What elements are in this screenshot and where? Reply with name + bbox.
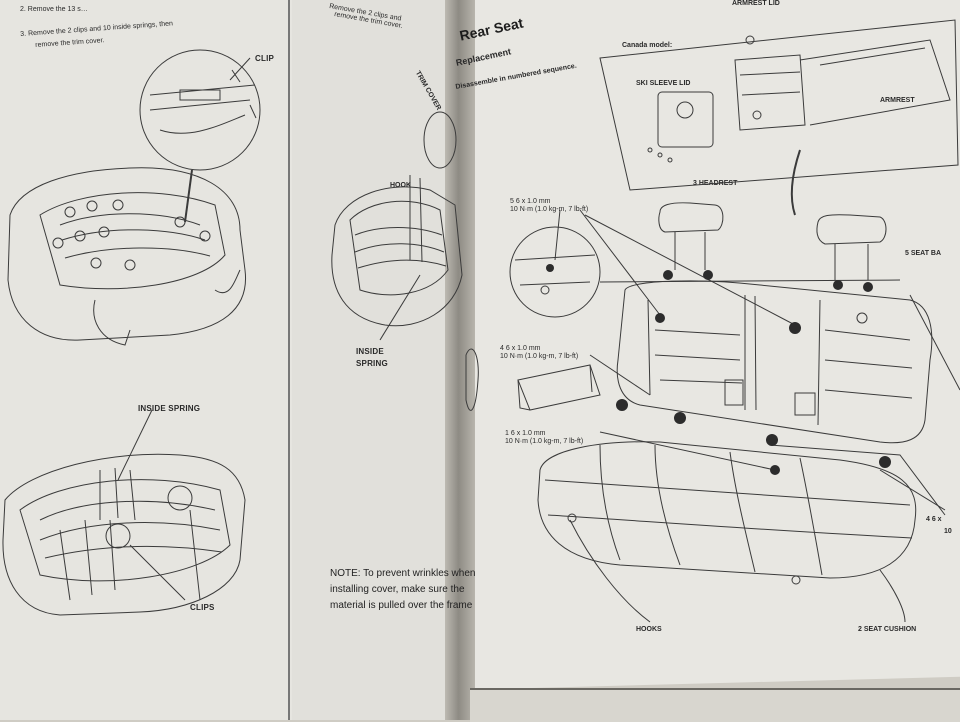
ski-sleeve-lid-label: SKI SLEEVE LID (636, 80, 691, 87)
seat-cushion-drawing (537, 441, 917, 623)
clip-label: CLIP (255, 54, 275, 63)
leader-lines (554, 209, 960, 516)
canada-model-label: Canada model: (622, 42, 673, 49)
right-detail-circle (509, 226, 601, 318)
callout-four-label: 4 6 x (926, 516, 942, 523)
middle-inside-spring-label: INSIDE SPRING (356, 347, 388, 368)
hook-label: HOOK (390, 182, 411, 189)
note-text: NOTE: To prevent wrinkles when installin… (330, 568, 476, 611)
left-top-seat-cushion-drawing (7, 167, 247, 346)
armrest-lid-label: ARMREST LID (732, 0, 780, 7)
headrest-right (816, 214, 887, 280)
fastener-spec-4: 4 6 x 1.0 mm 10 N·m (1.0 kg-m, 7 lb-ft) (500, 345, 579, 360)
column-divider (288, 0, 290, 720)
book-gutter (445, 0, 475, 720)
headrest-left (658, 202, 724, 270)
fastener-spec-5: 5 6 x 1.0 mm 10 N·m (1.0 kg-m, 7 lb-ft) (510, 198, 589, 213)
fastener-spec-1: 1 6 x 1.0 mm 10 N·m (1.0 kg-m, 7 lb-ft) (505, 430, 584, 445)
seat-back-drawing (616, 270, 933, 468)
seat-back-label: 5 SEAT BA (905, 250, 942, 257)
middle-seat-frame-drawing (331, 111, 479, 411)
clips-label: CLIPS (190, 603, 215, 612)
armrest-inset-box (599, 19, 959, 216)
page-bottom-edge (470, 688, 960, 722)
armrest-block-drawing (517, 364, 601, 411)
hooks-label: HOOKS (636, 626, 662, 633)
step-2: 2. Remove the 13 s… (20, 6, 88, 13)
armrest-label: ARMREST (880, 97, 915, 104)
inside-spring-label: INSIDE SPRING (138, 404, 201, 413)
left-bottom-seat-frame-drawing (2, 409, 246, 616)
left-page (0, 0, 292, 720)
seat-cushion-label: 2 SEAT CUSHION (858, 626, 917, 633)
clip-detail-circle (139, 49, 261, 223)
callout-four-label-b: 10 (944, 528, 952, 535)
